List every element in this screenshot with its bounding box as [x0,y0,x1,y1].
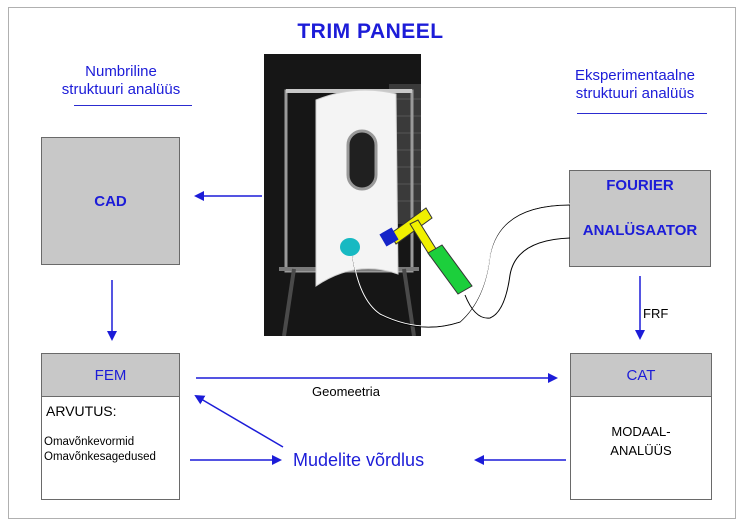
cat-detail-line1: MODAAL- [611,424,671,439]
sensor-cable-outer [351,204,571,328]
fourier-analyser-box: FOURIER ANALÜSAATOR [569,170,711,267]
left-heading-rule [74,105,192,106]
experimental-heading-line1: Eksperimentaalne [574,67,696,84]
fem-label: FEM [94,366,127,384]
experimental-heading-line2: struktuuri analüüs [575,85,695,102]
trim-panel-photo [264,54,421,336]
numerical-heading-line2: struktuuri analüüs [61,81,181,98]
cat-label: CAT [626,366,656,384]
fourier-label-line2: ANALÜSAATOR [582,222,698,239]
right-heading-rule [577,113,707,114]
cat-box: CAT MODAAL- ANALÜÜS [570,353,712,500]
cad-label: CAD [94,192,127,210]
accelerometer-icon [340,238,360,256]
hammer-tip-icon [379,227,399,247]
fem-detail-frequencies: Omavõnkesagedused [44,451,156,463]
slide-frame [8,7,736,519]
geometry-label: Geomeetria [312,384,380,399]
test-rig-illustration [264,54,421,336]
cad-box: CAD [41,137,180,265]
model-comparison-label: Mudelite võrdlus [293,450,425,470]
numerical-analysis-heading: Numbriline struktuuri analüüs [40,63,202,99]
hammer-cable [464,237,571,319]
sensor-cable-highlight [351,203,571,327]
experimental-analysis-heading: Eksperimentaalne struktuuri analüüs [545,67,725,103]
numerical-heading-line1: Numbriline [85,63,157,80]
cat-detail-line2: ANALÜÜS [610,443,672,458]
fourier-label-line1: FOURIER [606,177,674,194]
fem-box: FEM ARVUTUS: Omavõnkevormid Omavõnkesage… [41,353,180,500]
page-title: TRIM PANEEL [297,20,444,43]
fem-detail-mode-shapes: Omavõnkevormid [44,436,135,448]
cat-header: CAT [570,353,712,397]
hammer-handle-icon [427,244,473,295]
frf-label: FRF [643,306,669,321]
fem-computation-heading: ARVUTUS: [46,403,117,419]
fem-header: FEM [41,353,180,397]
arrow-comparison-to-fem [194,394,284,448]
